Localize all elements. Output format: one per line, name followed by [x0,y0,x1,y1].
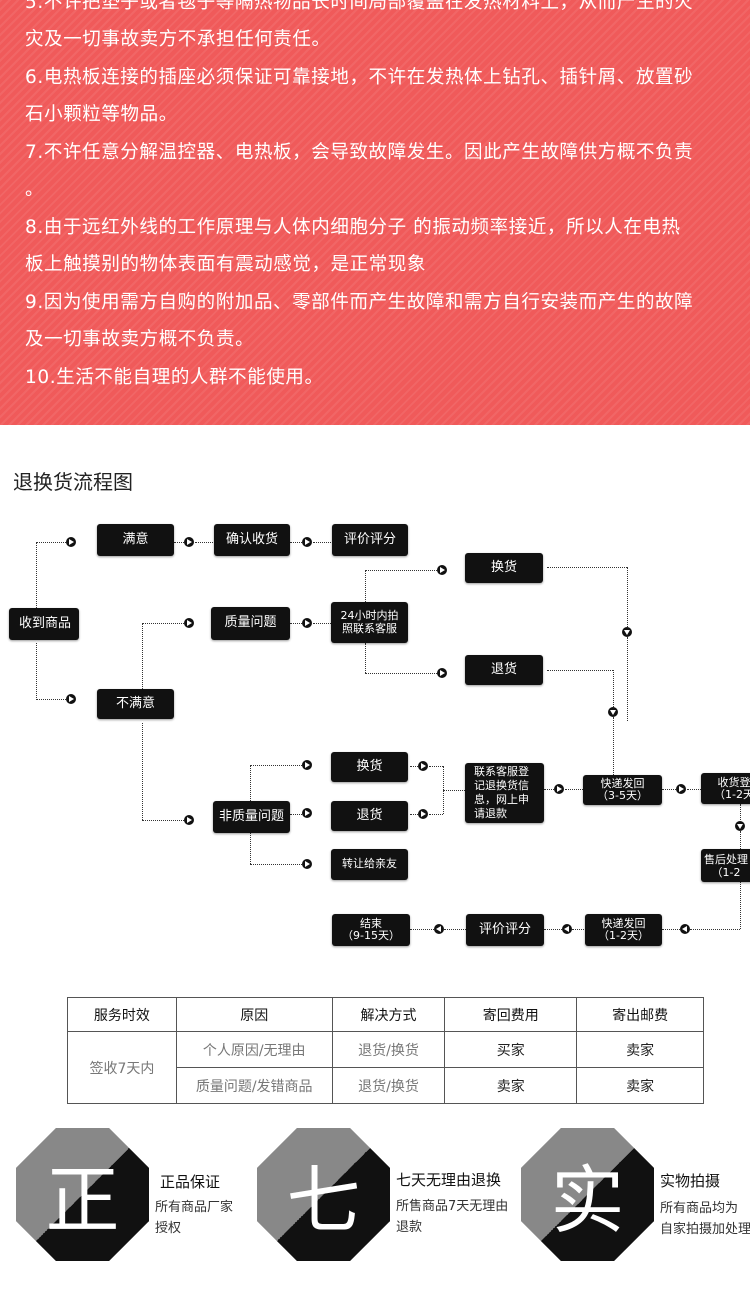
table-cell: 卖家 [444,1067,578,1104]
arrow-right-icon [418,761,428,771]
notice-line: 灾及一切事故卖方不承担任何责任。 [25,29,331,50]
node-satisfied: 满意 [97,524,174,556]
notice-line: 5.不许把垫子或者毯子等隔热物品长时间局部覆盖在发热材料上，从而产生的火 [25,0,694,13]
notice-line: 板上触摸别的物体表面有震动感觉，是正常现象 [25,254,427,275]
node-review: 评价评分 [466,914,544,946]
table-cell: 卖家 [576,1031,704,1068]
notice-line: 8.由于远红外线的工作原理与人体内细胞分子 的振动频率接近，所以人在电热 [25,217,681,238]
badge-desc: 所有商品厂家授权 [155,1200,234,1236]
node-after-sale: 售后处理 （1-2 [701,849,750,882]
node-end: 结束 （9-15天） [332,914,410,946]
arrow-right-icon [302,537,312,547]
badge-real-photo-icon: 实 [521,1128,654,1261]
arrow-right-icon [302,808,312,818]
table-cell: 卖家 [576,1067,704,1104]
node-quality-issue: 质量问题 [211,607,290,640]
notice-line: 7.不许任意分解温控器、电热板，会导致故障发生。因此产生故障供方概不负责 [25,142,694,163]
node-receipt: 收货登 （1-2天 [701,773,750,804]
node-return: 退货 [331,801,408,831]
node-return: 退货 [465,655,543,685]
flowchart-title: 退换货流程图 [13,470,133,494]
node-transfer: 转让给亲友 [331,849,408,880]
notice-line: 石小颗粒等物品。 [25,104,178,125]
badge-seven-day-icon: 七 [257,1128,390,1261]
arrow-right-icon [676,784,686,794]
notice-line: 。 [25,179,45,200]
badge-genuine-icon: 正 [16,1128,149,1261]
node-exchange: 换货 [465,553,543,583]
arrow-right-icon [437,668,447,678]
table-row: 签收7天内 个人原因/无理由 退货/换货 买家 卖家 [67,1031,704,1104]
node-review: 评价评分 [332,524,408,556]
badge-desc: 所售商品7天无理由退款 [396,1199,509,1235]
table-header: 寄回费用 [444,997,578,1032]
node-ship-back: 快递发回 （1-2天） [585,914,662,946]
table-header: 寄出邮费 [576,997,704,1032]
arrow-right-icon [302,760,312,770]
arrow-left-icon [562,924,572,934]
arrow-right-icon [418,809,428,819]
table-header-row: 服务时效 原因 解决方式 寄回费用 寄出邮费 [67,997,704,1032]
notice-line: 10.生活不能自理的人群不能使用。 [25,367,324,388]
badge-char: 实 [550,1158,625,1244]
table-header: 服务时效 [67,997,177,1032]
node-non-quality-issue: 非质量问题 [213,801,290,833]
return-policy-table: 服务时效 原因 解决方式 寄回费用 寄出邮费 签收7天内 个人原因/无理由 退货… [67,997,704,1104]
node-received: 收到商品 [9,608,79,640]
arrow-right-icon [554,784,564,794]
table-header: 解决方式 [331,997,446,1032]
node-unsatisfied: 不满意 [97,689,174,719]
table-row: 质量问题/发错商品 退货/换货 卖家 卖家 [68,1067,704,1104]
notice-line: 及一切事故卖方概不负责。 [25,329,255,350]
arrow-down-icon [622,627,632,637]
badge-char: 七 [286,1158,361,1244]
node-contact-service: 24小时内拍照联系客服 [331,602,408,643]
notice-line: 6.电热板连接的插座必须保证可靠接地，不许在发热体上钻孔、插针屑、放置砂 [25,67,694,88]
arrow-right-icon [66,694,76,704]
notice-line: 9.因为使用需方自购的附加品、零部件而产生故障和需方自行安装而产生的故障 [25,292,694,313]
node-exchange: 换货 [331,752,408,782]
arrow-right-icon [437,565,447,575]
table-cell-period: 签收7天内 [67,1031,177,1104]
arrow-down-icon [735,821,745,831]
arrow-right-icon [184,537,194,547]
arrow-down-icon [608,707,618,717]
badge-title: 实物拍摄 [660,1172,721,1190]
table-header: 原因 [175,997,333,1032]
badge-char: 正 [45,1158,120,1244]
arrow-right-icon [66,537,76,547]
badge-desc: 所有商品均为自家拍摄加处理 [660,1201,750,1237]
table-cell: 个人原因/无理由 [175,1031,333,1068]
arrow-left-icon [680,924,690,934]
node-register-refund: 联系客服登记退换货信息，网上申请退款 [465,763,544,823]
return-flowchart: 收到商品 满意 确认收货 评价评分 不满意 质量问题 24小时内拍照联系客服 换… [0,505,750,965]
node-confirm-receipt: 确认收货 [214,524,290,556]
table-cell: 质量问题/发错商品 [175,1067,333,1104]
table-cell: 退货/换货 [331,1031,446,1068]
arrow-right-icon [184,618,194,628]
node-ship-back: 快递发回 （3-5天） [583,775,662,805]
arrow-right-icon [184,815,194,825]
notice-panel: 5.不许把垫子或者毯子等隔热物品长时间局部覆盖在发热材料上，从而产生的火 灾及一… [0,0,750,425]
badge-title: 正品保证 [160,1173,221,1191]
badge-title: 七天无理由退换 [396,1171,502,1189]
arrow-left-icon [434,924,444,934]
arrow-right-icon [302,859,312,869]
table-cell: 退货/换货 [331,1067,446,1104]
table-cell: 买家 [444,1031,578,1068]
arrow-right-icon [302,618,312,628]
